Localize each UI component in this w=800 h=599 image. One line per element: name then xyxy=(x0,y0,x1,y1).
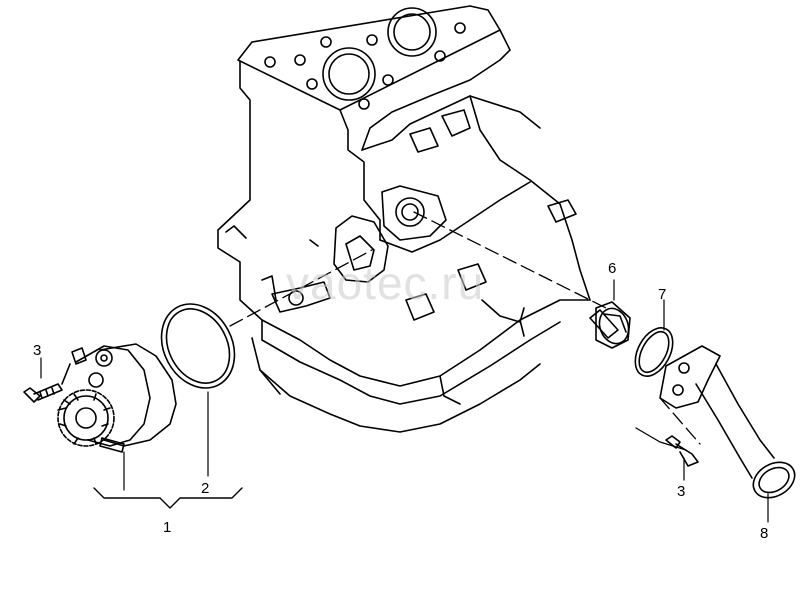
callout-thermostat: 6 xyxy=(608,260,617,277)
group-bracket xyxy=(93,487,243,509)
coolant-connector xyxy=(659,345,796,499)
o-ring xyxy=(634,327,674,377)
bolt-right xyxy=(665,435,699,467)
callout-seal-ring-pump: 2 xyxy=(201,480,210,497)
callout-water-pump: 1 xyxy=(163,519,172,536)
seal-ring-pump xyxy=(160,303,236,389)
leader-lines xyxy=(40,279,769,523)
callout-bolt-right: 3 xyxy=(677,483,686,500)
callout-o-ring: 7 xyxy=(658,286,667,303)
bolt-left xyxy=(23,383,63,403)
water-pump xyxy=(57,343,177,453)
assembly-lines xyxy=(229,211,701,445)
thermostat xyxy=(589,301,631,349)
callout-bolt-left: 3 xyxy=(33,342,42,359)
callout-coolant-connector: 8 xyxy=(760,525,769,542)
watermark-text: vaotec.ru xyxy=(286,257,485,309)
engine-block xyxy=(217,5,591,433)
assembly-lines-solid xyxy=(635,427,687,451)
